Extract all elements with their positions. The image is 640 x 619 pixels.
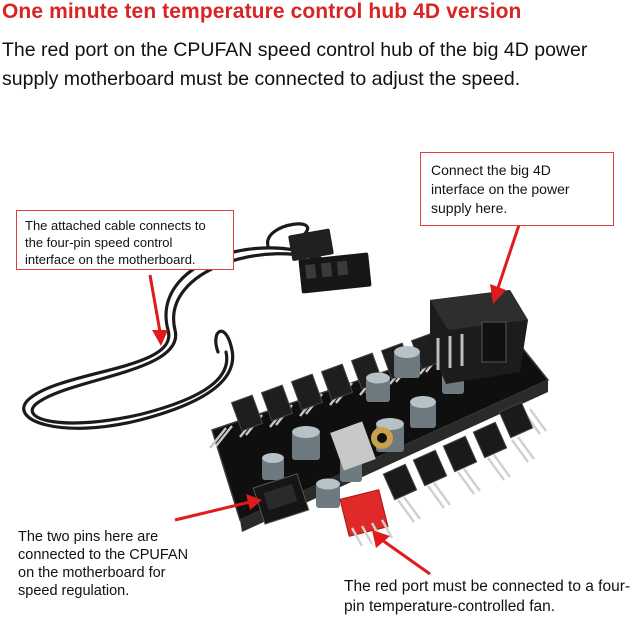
fan-header-blocks-bottom xyxy=(382,401,534,501)
callout-power: Connect the big 4D interface on the powe… xyxy=(420,152,614,226)
cable-connector xyxy=(288,228,372,294)
page-description: The red port on the CPUFAN speed control… xyxy=(2,39,588,90)
note-red-port-text: The red port must be connected to a four… xyxy=(344,578,631,615)
callout-cable-text: The attached cable connects to the four-… xyxy=(25,218,206,267)
molex-4d-connector xyxy=(430,290,528,384)
note-red-port: The red port must be connected to a four… xyxy=(344,577,638,617)
attached-cable xyxy=(22,222,328,430)
page-title: One minute ten temperature control hub 4… xyxy=(2,0,522,23)
red-fan-port xyxy=(339,489,394,547)
callout-arrows xyxy=(148,221,522,576)
callout-cable: The attached cable connects to the four-… xyxy=(16,210,234,270)
note-two-pins-text: The two pins here are connected to the C… xyxy=(18,529,189,599)
board-decal xyxy=(330,421,393,471)
note-two-pins: The two pins here are connected to the C… xyxy=(18,528,196,600)
callout-power-text: Connect the big 4D interface on the powe… xyxy=(431,162,570,216)
cpufan-two-pin-connector xyxy=(252,473,310,525)
